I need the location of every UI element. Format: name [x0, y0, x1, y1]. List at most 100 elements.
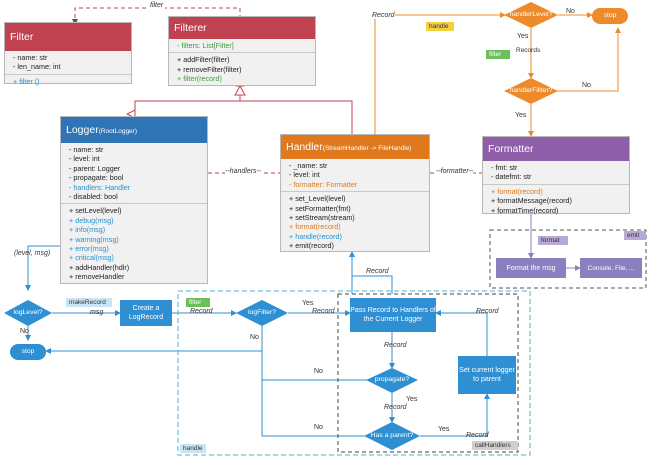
- method: + removeFilter(filter): [177, 64, 242, 74]
- filterer-class: Filterer - filters: List[Filter] + addFi…: [168, 16, 316, 86]
- attr: - parent: Logger: [69, 163, 121, 173]
- attr: - fmt: str: [491, 163, 518, 172]
- method: + setLevel(level): [69, 206, 122, 216]
- logger-subtitle: (RootLogger): [98, 128, 138, 135]
- no-label: No: [314, 368, 323, 375]
- logger-attrs: - name: str - level: int - parent: Logge…: [61, 143, 207, 203]
- handler-attrs: - _name: str - level: int - formatter: F…: [281, 159, 429, 191]
- filterer-class-title: Filterer: [169, 17, 315, 39]
- method: + filter (): [13, 76, 40, 86]
- handle-tag-top: handle: [426, 22, 454, 31]
- handler-class: Handler(StreamHandler -> FileHandle) - _…: [280, 134, 430, 252]
- logger-class-title: Logger(RootLogger): [61, 117, 207, 143]
- record-top-label: Record: [372, 12, 395, 19]
- make-record-tag: makeRecord: [66, 298, 112, 307]
- attr: - _name: str: [289, 161, 328, 170]
- no-label: No: [582, 82, 591, 89]
- attr: - filters: List[Filter]: [177, 41, 234, 50]
- filter-tag-bottom: filter: [186, 298, 210, 307]
- handlers-text: handlers: [229, 168, 257, 175]
- method: + setStream(stream): [289, 213, 355, 223]
- emit-tag: emit: [624, 231, 646, 240]
- no-label: No: [566, 8, 575, 15]
- level-msg-label: (level, msg): [14, 250, 51, 257]
- yes-label: Yes: [302, 300, 314, 307]
- logger-methods: + setLevel(level) + debug(msg) + info(ms…: [61, 203, 207, 283]
- record-label: Record: [384, 404, 407, 411]
- logger-title: Logger: [66, 124, 99, 136]
- record-label: Record: [466, 432, 489, 439]
- record-label: Record: [312, 308, 335, 315]
- set-parent-box: Set current logger to parent: [458, 356, 516, 394]
- yes-label: Yes: [406, 396, 418, 403]
- attr: - name: str: [69, 145, 104, 154]
- format-msg-box: Format the msg: [496, 258, 566, 278]
- formatter-class: Formatter - fmt: str - datefmt: str + fo…: [482, 136, 630, 217]
- attr: - datefmt: str: [491, 172, 532, 182]
- method: + critical(msg): [69, 253, 114, 263]
- format-tag: format: [538, 236, 568, 245]
- handler-subtitle: (StreamHandler -> FileHandle): [322, 145, 412, 152]
- method: + formatTime(record): [491, 205, 559, 215]
- filterer-methods: + addFilter(filter) + removeFilter(filte…: [169, 52, 315, 85]
- record-label: Record: [384, 342, 407, 349]
- propagate-decision: propagate?: [374, 376, 410, 383]
- attr: - len_name: int: [13, 62, 61, 72]
- method: + error(msg): [69, 244, 109, 254]
- handler-title: Handler: [286, 141, 323, 153]
- handler-class-title: Handler(StreamHandler -> FileHandle): [281, 135, 429, 159]
- pass-record-box: Pass Record to Handlers of the Current L…: [350, 298, 436, 332]
- filter-methods: + filter (): [5, 73, 131, 88]
- method: + setFormatter(fmt): [289, 203, 351, 213]
- filter-class-title: Filter: [5, 23, 131, 51]
- no-label: No: [314, 424, 323, 431]
- filter-tag-top: filter: [486, 50, 510, 59]
- filter-assoc-label: filter: [148, 2, 166, 9]
- method: + addFilter(filter): [177, 55, 230, 65]
- no-label: No: [20, 328, 29, 335]
- handler-filter-decision: handlerFillter?: [509, 87, 553, 94]
- yes-label: Yes: [517, 33, 529, 40]
- no-label: No: [250, 334, 259, 341]
- attr: - handlers: Handler: [69, 182, 131, 192]
- formatter-attrs: - fmt: str - datefmt: str: [483, 161, 629, 184]
- msg-label: msg: [90, 309, 104, 316]
- method: + addHandler(hdlr): [69, 262, 130, 272]
- log-filter-decision: logFilter?: [248, 309, 276, 316]
- filterer-attrs: - filters: List[Filter]: [169, 39, 315, 52]
- attr: - name: str: [13, 53, 48, 62]
- method: + emit(record): [289, 241, 334, 251]
- yes-label: Yes: [515, 112, 527, 119]
- method: + handle(record): [289, 231, 342, 241]
- attr: - formatter: Formatter: [289, 179, 358, 189]
- has-parent-decision: Has a parent?: [370, 432, 414, 439]
- handler-methods: + set_Level(level) + setFormatter(fmt) +…: [281, 191, 429, 252]
- attr: - disabled: bool: [69, 192, 118, 202]
- method: + format(record): [289, 222, 341, 232]
- stop-bottom: stop: [21, 348, 35, 355]
- handlers-assoc-label: --handlers--: [225, 168, 262, 175]
- handler-level-decision: handlerLevel?: [509, 11, 553, 18]
- handle-tag-bottom: handle: [180, 444, 206, 453]
- record-label: Record: [366, 268, 389, 275]
- records-label: Records: [516, 47, 541, 54]
- method: + warning(msg): [69, 234, 119, 244]
- filter-class: Filter - name: str - len_name: int + fil…: [4, 22, 132, 86]
- record-label: Record: [190, 308, 213, 315]
- formatter-methods: + format(record) + formatMessage(record)…: [483, 183, 629, 217]
- method: + formatMessage(record): [491, 196, 572, 206]
- method: + filter(record): [177, 74, 222, 84]
- yes-label: Yes: [438, 426, 450, 433]
- formatter-text: formatter: [440, 168, 469, 175]
- attr: - level: int: [289, 170, 320, 180]
- record-label: Record: [476, 308, 499, 315]
- filter-attrs: - name: str - len_name: int: [5, 51, 131, 74]
- method: + format(record): [491, 186, 543, 196]
- method: + removeHandler: [69, 272, 125, 282]
- attr: - level: int: [69, 154, 100, 164]
- method: + debug(msg): [69, 215, 114, 225]
- logger-class: Logger(RootLogger) - name: str - level: …: [60, 116, 208, 284]
- call-handlers-tag: callHandlers: [472, 441, 518, 450]
- attr: - propagate: bool: [69, 173, 124, 183]
